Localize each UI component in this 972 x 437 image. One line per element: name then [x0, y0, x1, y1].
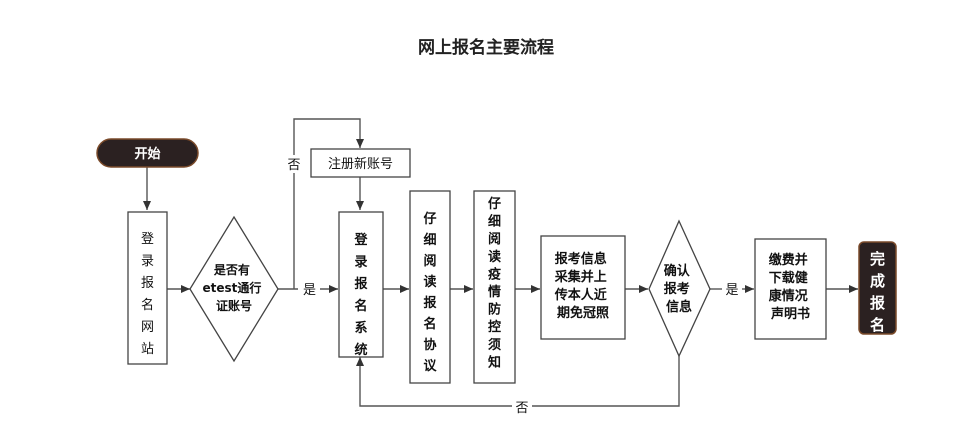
decision-account-label: 是否有 etest通行 证账号 — [202, 262, 265, 313]
page-title: 网上报名主要流程 — [418, 38, 554, 58]
decision-confirm-node: 确认 报考 信息 — [648, 219, 711, 358]
decision-confirm-label: 确认 报考 信息 — [664, 263, 695, 315]
collect-info-node: 报考信息 采集并上 传本人近 期免冠照 — [540, 235, 626, 340]
complete-label: 完成报名 — [870, 250, 885, 334]
register-node: 注册新账号 — [310, 148, 411, 178]
login-system-node: 登录报名系统 — [338, 211, 384, 358]
edge-label-yes-2: 是 — [725, 283, 738, 298]
pay-download-node: 缴费并 下载健 康情况 声明书 — [754, 238, 827, 340]
read-agreement-node: 仔细阅读报名协议 — [409, 190, 451, 384]
register-label: 注册新账号 — [328, 156, 393, 172]
start-node: 开始 — [96, 138, 199, 168]
read-epidemic-label: 仔细阅读疫情防控须知 — [488, 196, 501, 370]
login-site-node: 登录报名网站 — [127, 211, 168, 365]
start-label: 开始 — [134, 146, 160, 162]
read-epidemic-node: 仔细阅读疫情防控须知 — [473, 190, 516, 384]
edge-label-no-1: 否 — [287, 158, 300, 173]
edge-decision-no-to-register — [293, 118, 364, 289]
decision-account-node: 是否有 etest通行 证账号 — [189, 215, 279, 363]
complete-node: 完成报名 — [858, 241, 897, 335]
edge-label-yes-1: 是 — [303, 283, 316, 298]
pay-download-label: 缴费并 下载健 康情况 声明书 — [769, 252, 813, 322]
login-system-label: 登录报名系统 — [353, 232, 368, 358]
collect-info-label: 报考信息 采集并上 传本人近 期免冠照 — [554, 251, 612, 321]
edge-label-no-2: 否 — [515, 401, 528, 416]
read-agreement-label: 仔细阅读报名协议 — [423, 211, 437, 374]
login-site-label: 登录报名网站 — [141, 232, 154, 357]
